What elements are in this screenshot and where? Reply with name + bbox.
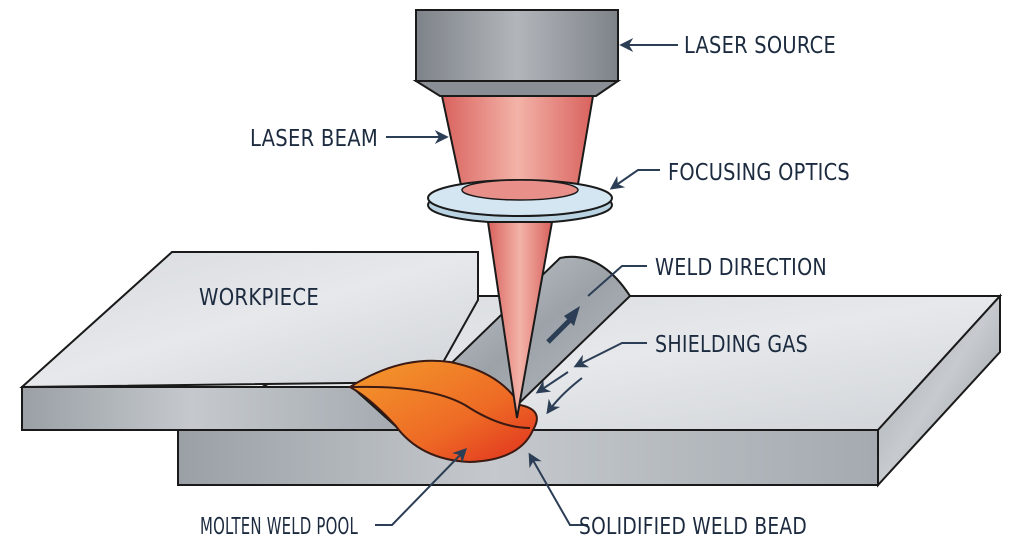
leader-weld-direction <box>587 265 647 297</box>
label-laser-source: LASER SOURCE <box>684 33 836 59</box>
leader-shielding-gas <box>573 342 647 368</box>
label-solidified-weld-bead: SOLIDIFIED WELD BEAD <box>579 514 807 540</box>
shielding-gas-arrows <box>535 371 583 415</box>
molten-weld-pool <box>348 359 538 464</box>
label-focusing-optics: FOCUSING OPTICS <box>668 160 850 186</box>
label-molten-weld-pool: MOLTEN WELD POOL <box>200 514 358 540</box>
leader-solidified-weld-bead <box>528 452 588 526</box>
label-weld-direction: WELD DIRECTION <box>655 255 827 281</box>
label-workpiece: WORKPIECE <box>199 285 319 311</box>
workpiece-plate <box>19 251 479 431</box>
laser-beam-focused <box>486 221 554 419</box>
lower-plate-side <box>877 293 1001 488</box>
laser-beam-upper <box>440 95 595 191</box>
leader-focusing-optics <box>609 169 660 190</box>
laser-source <box>412 9 622 97</box>
leader-lines <box>375 38 678 526</box>
label-laser-beam: LASER BEAM <box>250 126 378 152</box>
label-shielding-gas: SHIELDING GAS <box>655 332 808 358</box>
workpiece-top <box>19 251 479 389</box>
workpiece-front <box>21 386 403 431</box>
focusing-optics <box>427 179 613 224</box>
leader-molten-weld-pool <box>375 447 467 526</box>
weld-direction-arrow <box>546 306 580 344</box>
